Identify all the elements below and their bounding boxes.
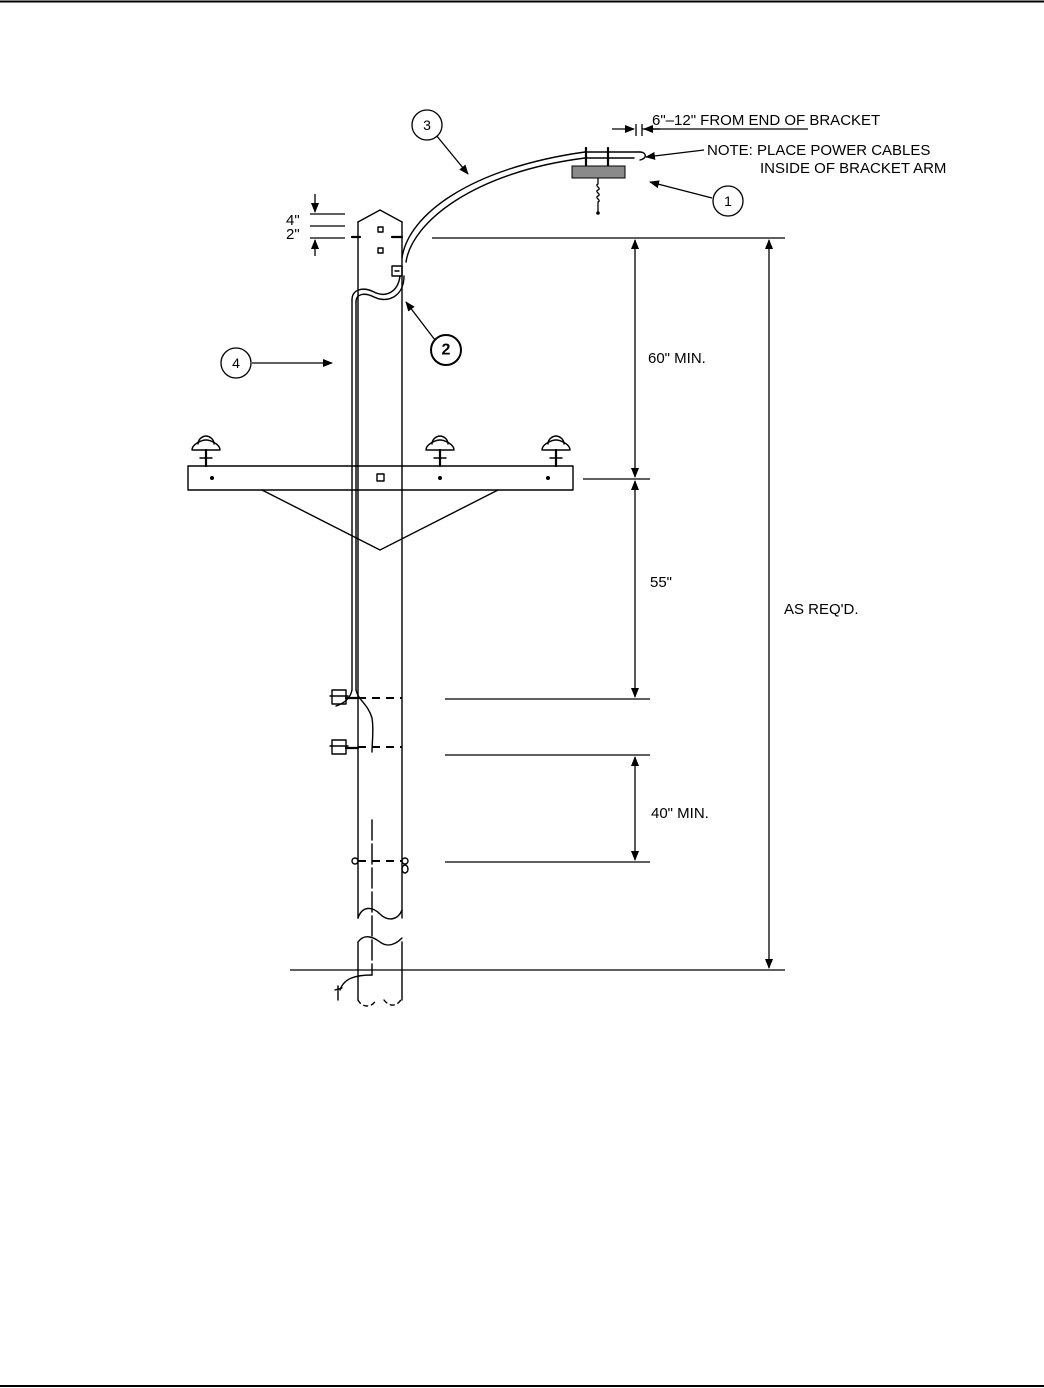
- top-gap-b-label: 2": [286, 226, 300, 243]
- overall-height-label: AS REQ'D.: [784, 601, 859, 618]
- insulator-center: [426, 436, 454, 466]
- insulator-left: [192, 436, 220, 466]
- upper-clearance-label: 60" MIN.: [648, 350, 706, 367]
- lower-clearance-label: 40" MIN.: [651, 805, 709, 822]
- callout-1: 1: [713, 186, 743, 216]
- dimension-arrows: [310, 124, 808, 968]
- utility-pole: [335, 210, 402, 1006]
- callout-leaders: [252, 135, 712, 363]
- power-cable: [336, 276, 404, 752]
- svg-text:3: 3: [423, 117, 431, 133]
- luminaire: [572, 166, 625, 215]
- note-line-1: NOTE: PLACE POWER CABLES: [707, 142, 930, 159]
- middle-gap-label: 55": [650, 574, 672, 591]
- bracket-offset-label: 6"–12" FROM END OF BRACKET: [652, 112, 880, 129]
- svg-text:4: 4: [232, 355, 240, 371]
- svg-text:1: 1: [724, 193, 732, 209]
- callout-3: 3: [412, 110, 442, 140]
- note-line-2: INSIDE OF BRACKET ARM: [760, 160, 946, 177]
- spool-rack-lower: [330, 740, 358, 754]
- callout-2: 2: [431, 335, 461, 365]
- insulator-right: [542, 436, 570, 466]
- svg-text:2: 2: [442, 342, 451, 359]
- crossarm: [188, 466, 573, 550]
- callout-4: 4: [221, 348, 251, 378]
